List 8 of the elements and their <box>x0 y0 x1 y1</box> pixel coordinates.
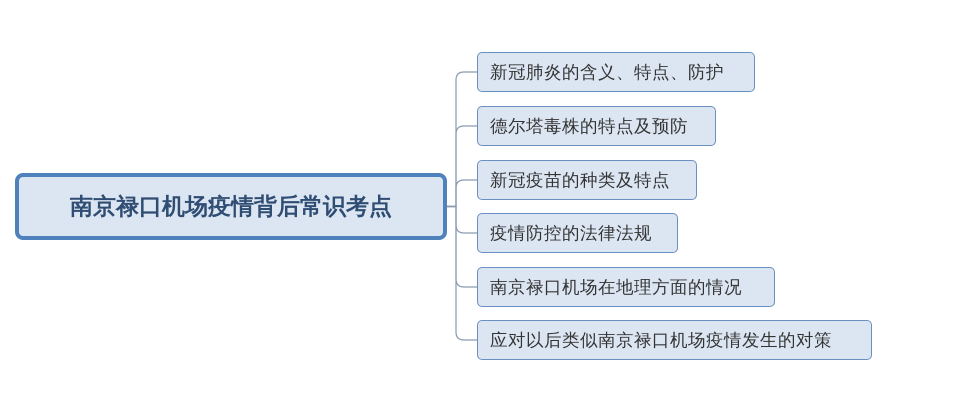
subtopic-box: 疫情防控的法律法规 <box>477 213 678 253</box>
subtopic-box: 德尔塔毒株的特点及预防 <box>477 106 716 146</box>
central-topic-box: 南京禄口机场疫情背后常识考点 <box>15 173 447 240</box>
connector-line <box>447 206 477 341</box>
subtopic-box: 新冠疫苗的种类及特点 <box>477 160 697 200</box>
subtopic-box: 南京禄口机场在地理方面的情况 <box>477 267 775 307</box>
subtopic-box: 新冠肺炎的含义、特点、防护 <box>477 52 755 92</box>
subtopic-box: 应对以后类似南京禄口机场疫情发生的对策 <box>477 320 872 360</box>
